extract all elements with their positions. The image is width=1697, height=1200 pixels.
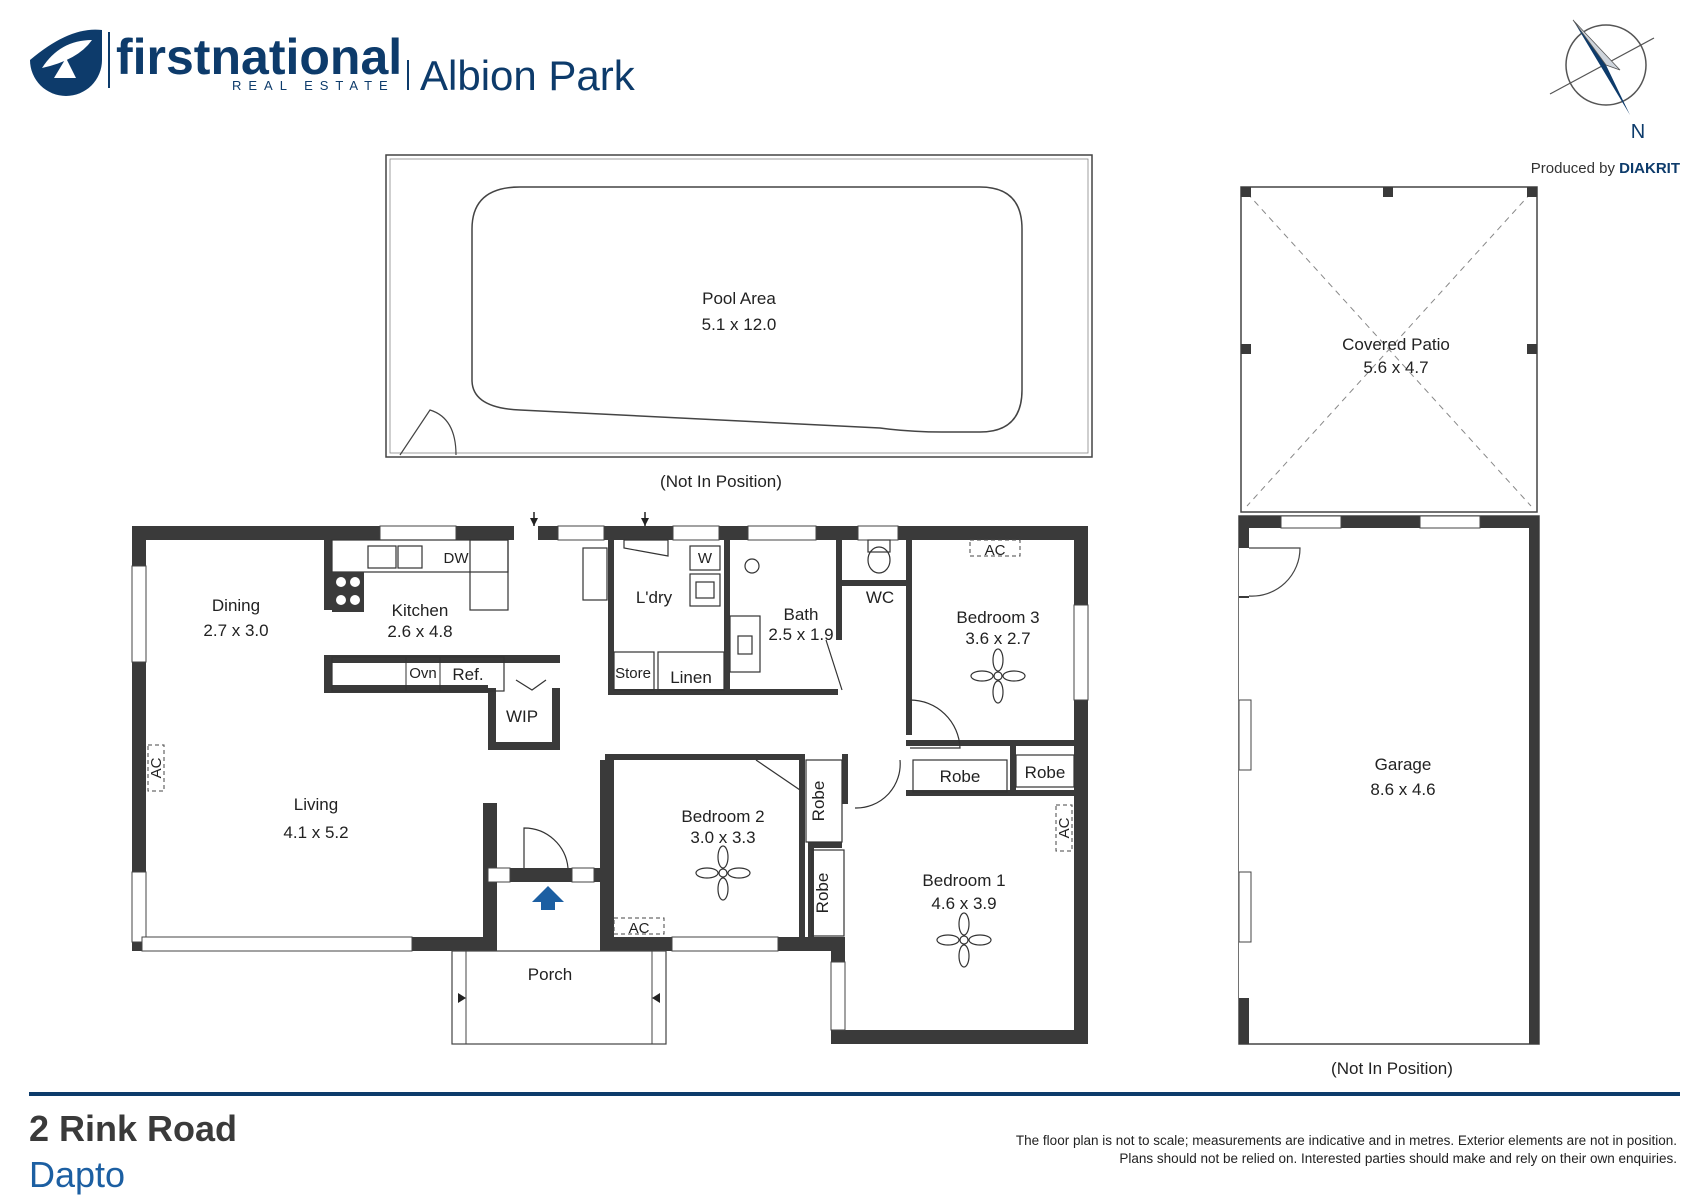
ceiling-fan-icon bbox=[936, 912, 992, 968]
fridge-label: Ref. bbox=[452, 665, 483, 684]
living-size: 4.1 x 5.2 bbox=[283, 823, 348, 842]
compass-icon bbox=[1549, 19, 1655, 115]
brand-subtitle: REAL ESTATE bbox=[232, 78, 395, 93]
linen-label: Linen bbox=[670, 668, 712, 687]
living-name: Living bbox=[294, 795, 338, 814]
bath-size: 2.5 x 1.9 bbox=[768, 625, 833, 644]
producer-credit: Produced by DIAKRIT bbox=[1531, 160, 1680, 177]
kitchen-size: 2.6 x 4.8 bbox=[387, 622, 452, 641]
patio-name: Covered Patio bbox=[1342, 335, 1450, 354]
oven-label: Ovn bbox=[409, 665, 437, 682]
disclaimer: The floor plan is not to scale; measurem… bbox=[1016, 1132, 1677, 1168]
disclaimer-line-1: The floor plan is not to scale; measurem… bbox=[1015, 1133, 1677, 1148]
entry-arrow-icon bbox=[532, 886, 564, 902]
dishwasher-label: DW bbox=[444, 550, 470, 567]
robes bbox=[805, 754, 1075, 937]
ac-label: AC bbox=[148, 757, 165, 778]
kitchen-fixtures bbox=[331, 539, 608, 692]
dining-size: 2.7 x 3.0 bbox=[203, 621, 268, 640]
address-suburb: Dapto bbox=[29, 1154, 126, 1195]
robe-label: Robe bbox=[940, 767, 981, 786]
bedroom3-size: 3.6 x 2.7 bbox=[965, 629, 1030, 648]
disclaimer-line-2: Plans should not be relied on. Intereste… bbox=[1119, 1151, 1677, 1166]
house-doors bbox=[523, 512, 961, 910]
office-name: Albion Park bbox=[420, 52, 636, 99]
brand-name: firstnational bbox=[116, 29, 402, 85]
wip-label: WIP bbox=[506, 707, 538, 726]
pool-area-size: 5.1 x 12.0 bbox=[702, 315, 777, 334]
garage-name: Garage bbox=[1375, 755, 1432, 774]
wet-area-fixtures bbox=[613, 539, 891, 691]
address-street: 2 Rink Road bbox=[29, 1108, 238, 1149]
first-national-logo bbox=[30, 29, 110, 96]
robe-label: Robe bbox=[1025, 763, 1066, 782]
garage-position-note: (Not In Position) bbox=[1331, 1059, 1453, 1078]
robe-label: Robe bbox=[809, 781, 828, 822]
bedroom3-name: Bedroom 3 bbox=[956, 608, 1039, 627]
covered-patio bbox=[1240, 186, 1538, 513]
porch bbox=[451, 950, 667, 1045]
patio-size: 5.6 x 4.7 bbox=[1363, 358, 1428, 377]
porch-name: Porch bbox=[528, 965, 572, 984]
pool-area bbox=[385, 154, 1093, 458]
dining-name: Dining bbox=[212, 596, 260, 615]
store-label: Store bbox=[615, 665, 651, 682]
garage-size: 8.6 x 4.6 bbox=[1370, 780, 1435, 799]
laundry-name: L'dry bbox=[636, 588, 673, 607]
washer-label: W bbox=[698, 550, 713, 567]
garage bbox=[1238, 515, 1540, 1045]
bedroom1-size: 4.6 x 3.9 bbox=[931, 894, 996, 913]
compass-north-label: N bbox=[1631, 121, 1645, 143]
robe-label: Robe bbox=[813, 873, 832, 914]
ceiling-fan-icon bbox=[695, 845, 751, 901]
pool-area-name: Pool Area bbox=[702, 289, 776, 308]
kitchen-name: Kitchen bbox=[392, 601, 449, 620]
ac-units bbox=[147, 539, 1073, 935]
bedroom2-name: Bedroom 2 bbox=[681, 807, 764, 826]
pool-position-note: (Not In Position) bbox=[660, 472, 782, 491]
bedroom2-size: 3.0 x 3.3 bbox=[690, 828, 755, 847]
ceiling-fan-icon bbox=[970, 648, 1026, 704]
footer-divider bbox=[29, 1092, 1680, 1096]
ac-label: AC bbox=[1056, 817, 1073, 838]
bath-name: Bath bbox=[784, 605, 819, 624]
ac-label: AC bbox=[629, 920, 650, 937]
bedroom1-name: Bedroom 1 bbox=[922, 871, 1005, 890]
ac-label: AC bbox=[985, 542, 1006, 559]
wc-name: WC bbox=[866, 588, 894, 607]
house-windows bbox=[131, 525, 1089, 1031]
